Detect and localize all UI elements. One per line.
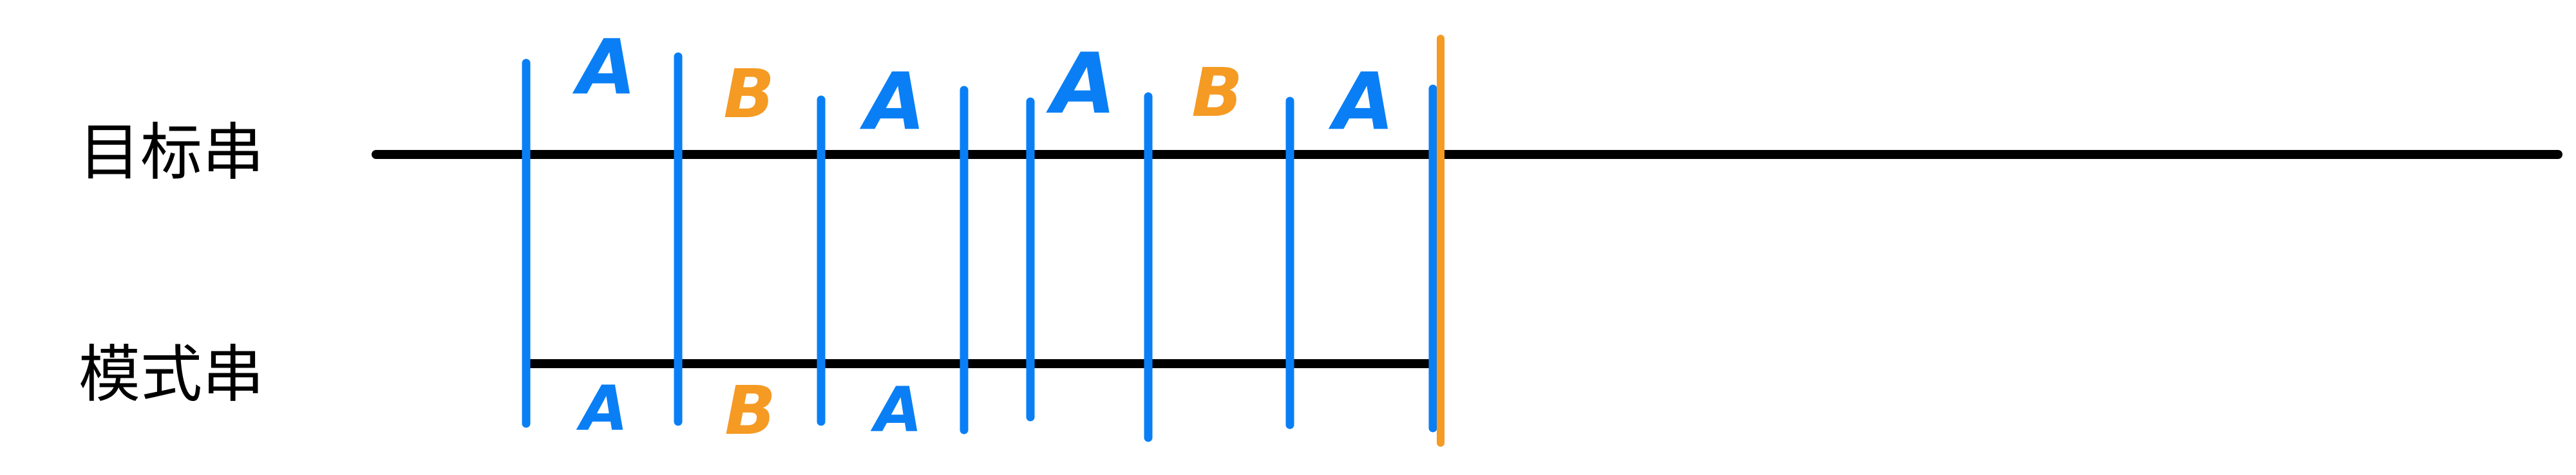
target-letter: B — [723, 55, 774, 133]
pattern-letter: A — [576, 373, 628, 445]
target-letter: A — [572, 23, 636, 111]
target-letter: B — [1191, 53, 1242, 132]
target-letter: A — [1329, 56, 1394, 147]
pattern-string-label: 模式串 — [79, 339, 264, 411]
target-letter: A — [860, 56, 925, 147]
pattern-letter: A — [870, 374, 922, 446]
target-letter: A — [1046, 35, 1117, 133]
pattern-letters: A B A — [576, 371, 922, 450]
pattern-letter: B — [724, 371, 775, 450]
target-string-label: 目标串 — [79, 116, 264, 189]
target-letters: A B A A B A — [572, 23, 1394, 147]
